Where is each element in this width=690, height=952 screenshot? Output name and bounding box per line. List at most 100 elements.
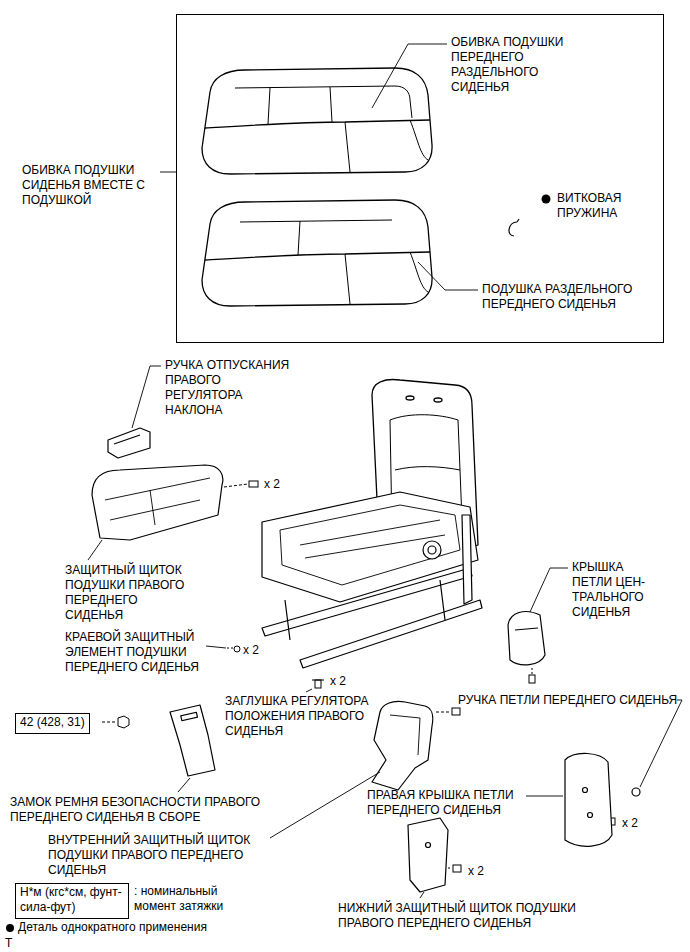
right-hinge-cover	[565, 753, 612, 846]
quantity-label: x 2	[468, 864, 484, 879]
recline-handle	[108, 428, 150, 458]
inner-shield	[390, 715, 420, 755]
inner-shield	[372, 701, 433, 790]
screw	[102, 722, 116, 723]
node-text: 42 (428, 31)	[20, 715, 85, 730]
leader-line	[88, 540, 102, 560]
figure-code: T	[5, 936, 12, 951]
leader-line	[88, 44, 682, 898]
center-hinge-cover	[515, 628, 538, 630]
coil-spring	[509, 219, 519, 236]
right-hinge-cover	[588, 813, 593, 818]
screw	[436, 712, 451, 713]
legend-text: Деталь однократного применения	[18, 920, 207, 935]
seat-backrest	[395, 467, 460, 470]
leader-line	[418, 262, 478, 290]
cushion-pad	[202, 200, 432, 306]
recline-handle	[114, 435, 140, 444]
cushion-pad	[205, 252, 430, 260]
seat-backrest	[434, 398, 442, 402]
screw	[224, 484, 248, 487]
cushion-shield	[92, 465, 223, 540]
lower-shield	[408, 818, 448, 892]
part-label: ЗАЩИТНЫЙ ЩИТОК ПОДУШКИ ПРАВОГО ПЕРЕДНЕГО…	[65, 563, 197, 623]
cushion-cover	[205, 120, 430, 128]
seat-frame	[262, 568, 472, 636]
cushion-pad	[202, 200, 432, 306]
seat-frame	[262, 492, 482, 668]
torque-legend-box: Н*м (кгс*см, фунт-сила-фут)	[15, 883, 129, 919]
recline-handle	[108, 428, 150, 458]
node-text: Н*м (кгс*см, фунт-сила-фут)	[20, 885, 124, 915]
center-hinge-cover	[508, 612, 545, 665]
seat-belt-buckle	[170, 705, 215, 776]
screw	[448, 868, 452, 869]
leader-line	[132, 366, 161, 428]
leader-line	[178, 778, 190, 792]
leader-line	[306, 689, 312, 692]
seat-belt-buckle	[170, 705, 215, 776]
node-text: ПОДУШКА РАЗДЕЛЬНОГО ПЕРЕДНЕГО СИДЕНЬЯ	[482, 282, 647, 312]
part-label: РУЧКА ПЕТЛИ ПЕРЕДНЕГО СИДЕНЬЯ	[458, 693, 677, 708]
lower-shield	[408, 818, 448, 892]
part-label: ЗАМОК РЕМНЯ БЕЗОПАСНОСТИ ПРАВОГО ПЕРЕДНЕ…	[10, 795, 300, 825]
leader-line	[420, 892, 424, 898]
legend-text: : номинальный момент затяжки	[134, 884, 239, 914]
part-label: ОБИВКА ПОДУШКИ СИДЕНЬЯ ВМЕСТЕ С ПОДУШКОЙ	[22, 163, 157, 208]
part-label: КРЫШКА ПЕТЛИ ЦЕН- ТРАЛЬНОГО СИДЕНЬЯ	[572, 560, 656, 620]
screw	[227, 648, 233, 649]
seat-frame	[300, 600, 482, 668]
part-label: НИЖНИЙ ЗАЩИТНЫЙ ЩИТОК ПОДУШКИ ПРАВОГО ПЕ…	[338, 901, 603, 931]
screw	[532, 668, 533, 674]
node-text: ВИТКОВАЯ ПРУЖИНА	[557, 191, 639, 221]
seat-frame	[280, 505, 460, 585]
single-use-dot	[542, 195, 551, 204]
quantity-label: x 2	[243, 643, 259, 658]
coil-spring	[509, 219, 519, 236]
quantity-label: x 2	[622, 816, 638, 831]
quantity-label: x 2	[330, 674, 346, 689]
seat-frame	[262, 492, 478, 602]
screw	[315, 680, 321, 688]
cushion-pad	[345, 252, 428, 304]
leader-line	[526, 796, 563, 797]
part-label: РУЧКА ОТПУСКАНИЯ ПРАВОГО РЕГУЛЯТОРА НАКЛ…	[165, 358, 299, 418]
legend-dot	[6, 924, 14, 932]
right-hinge-cover	[565, 753, 640, 846]
screw	[118, 716, 129, 728]
screw	[249, 481, 258, 487]
leader-line	[160, 172, 176, 173]
screw	[234, 646, 240, 652]
seat-frame	[462, 515, 472, 604]
seat-backrest	[406, 396, 414, 400]
part-label: ЗАГЛУШКА РЕГУЛЯТОРА ПОЛОЖЕНИЯ ПРАВОГО СИ…	[225, 694, 395, 739]
legend-dot	[6, 924, 14, 932]
right-hinge-cover	[583, 788, 588, 793]
inner-shield	[372, 701, 433, 790]
inset-frame: ОБИВКА ПОДУШКИ ПЕРЕДНЕГО РАЗДЕЛЬНОГО СИД…	[176, 14, 664, 343]
leader-line	[206, 646, 226, 648]
torque-box: 42 (428, 31)	[15, 713, 90, 734]
screw	[529, 675, 535, 683]
part-label: ВНУТРЕННИЙ ЗАЩИТНЫЙ ЩИТОК ПОДУШКИ ПРАВОГ…	[48, 833, 288, 878]
cushion-pad	[240, 220, 392, 255]
part-label: ПРАВАЯ КРЫШКА ПЕТЛИ ПЕРЕДНЕГО СИДЕНЬЯ	[367, 788, 532, 818]
leader-line	[270, 772, 380, 838]
cushion-cover	[202, 68, 432, 174]
seat-belt-buckle	[181, 712, 198, 720]
leader-line	[530, 568, 568, 612]
seat-frame	[428, 546, 436, 554]
node-text: ОБИВКА ПОДУШКИ ПЕРЕДНЕГО РАЗДЕЛЬНОГО СИД…	[451, 35, 576, 95]
lower-shield	[426, 843, 431, 848]
screw	[452, 708, 460, 715]
cushion-cover	[235, 86, 412, 124]
seat-frame	[285, 580, 445, 640]
screw	[453, 865, 461, 872]
seat-frame	[423, 541, 441, 559]
leader-line	[372, 44, 447, 108]
part-label: КРАЕВОЙ ЗАЩИТНЫЙ ЭЛЕМЕНТ ПОДУШКИ ПЕРЕДНЕ…	[65, 630, 201, 675]
single-use-dot	[542, 195, 551, 204]
